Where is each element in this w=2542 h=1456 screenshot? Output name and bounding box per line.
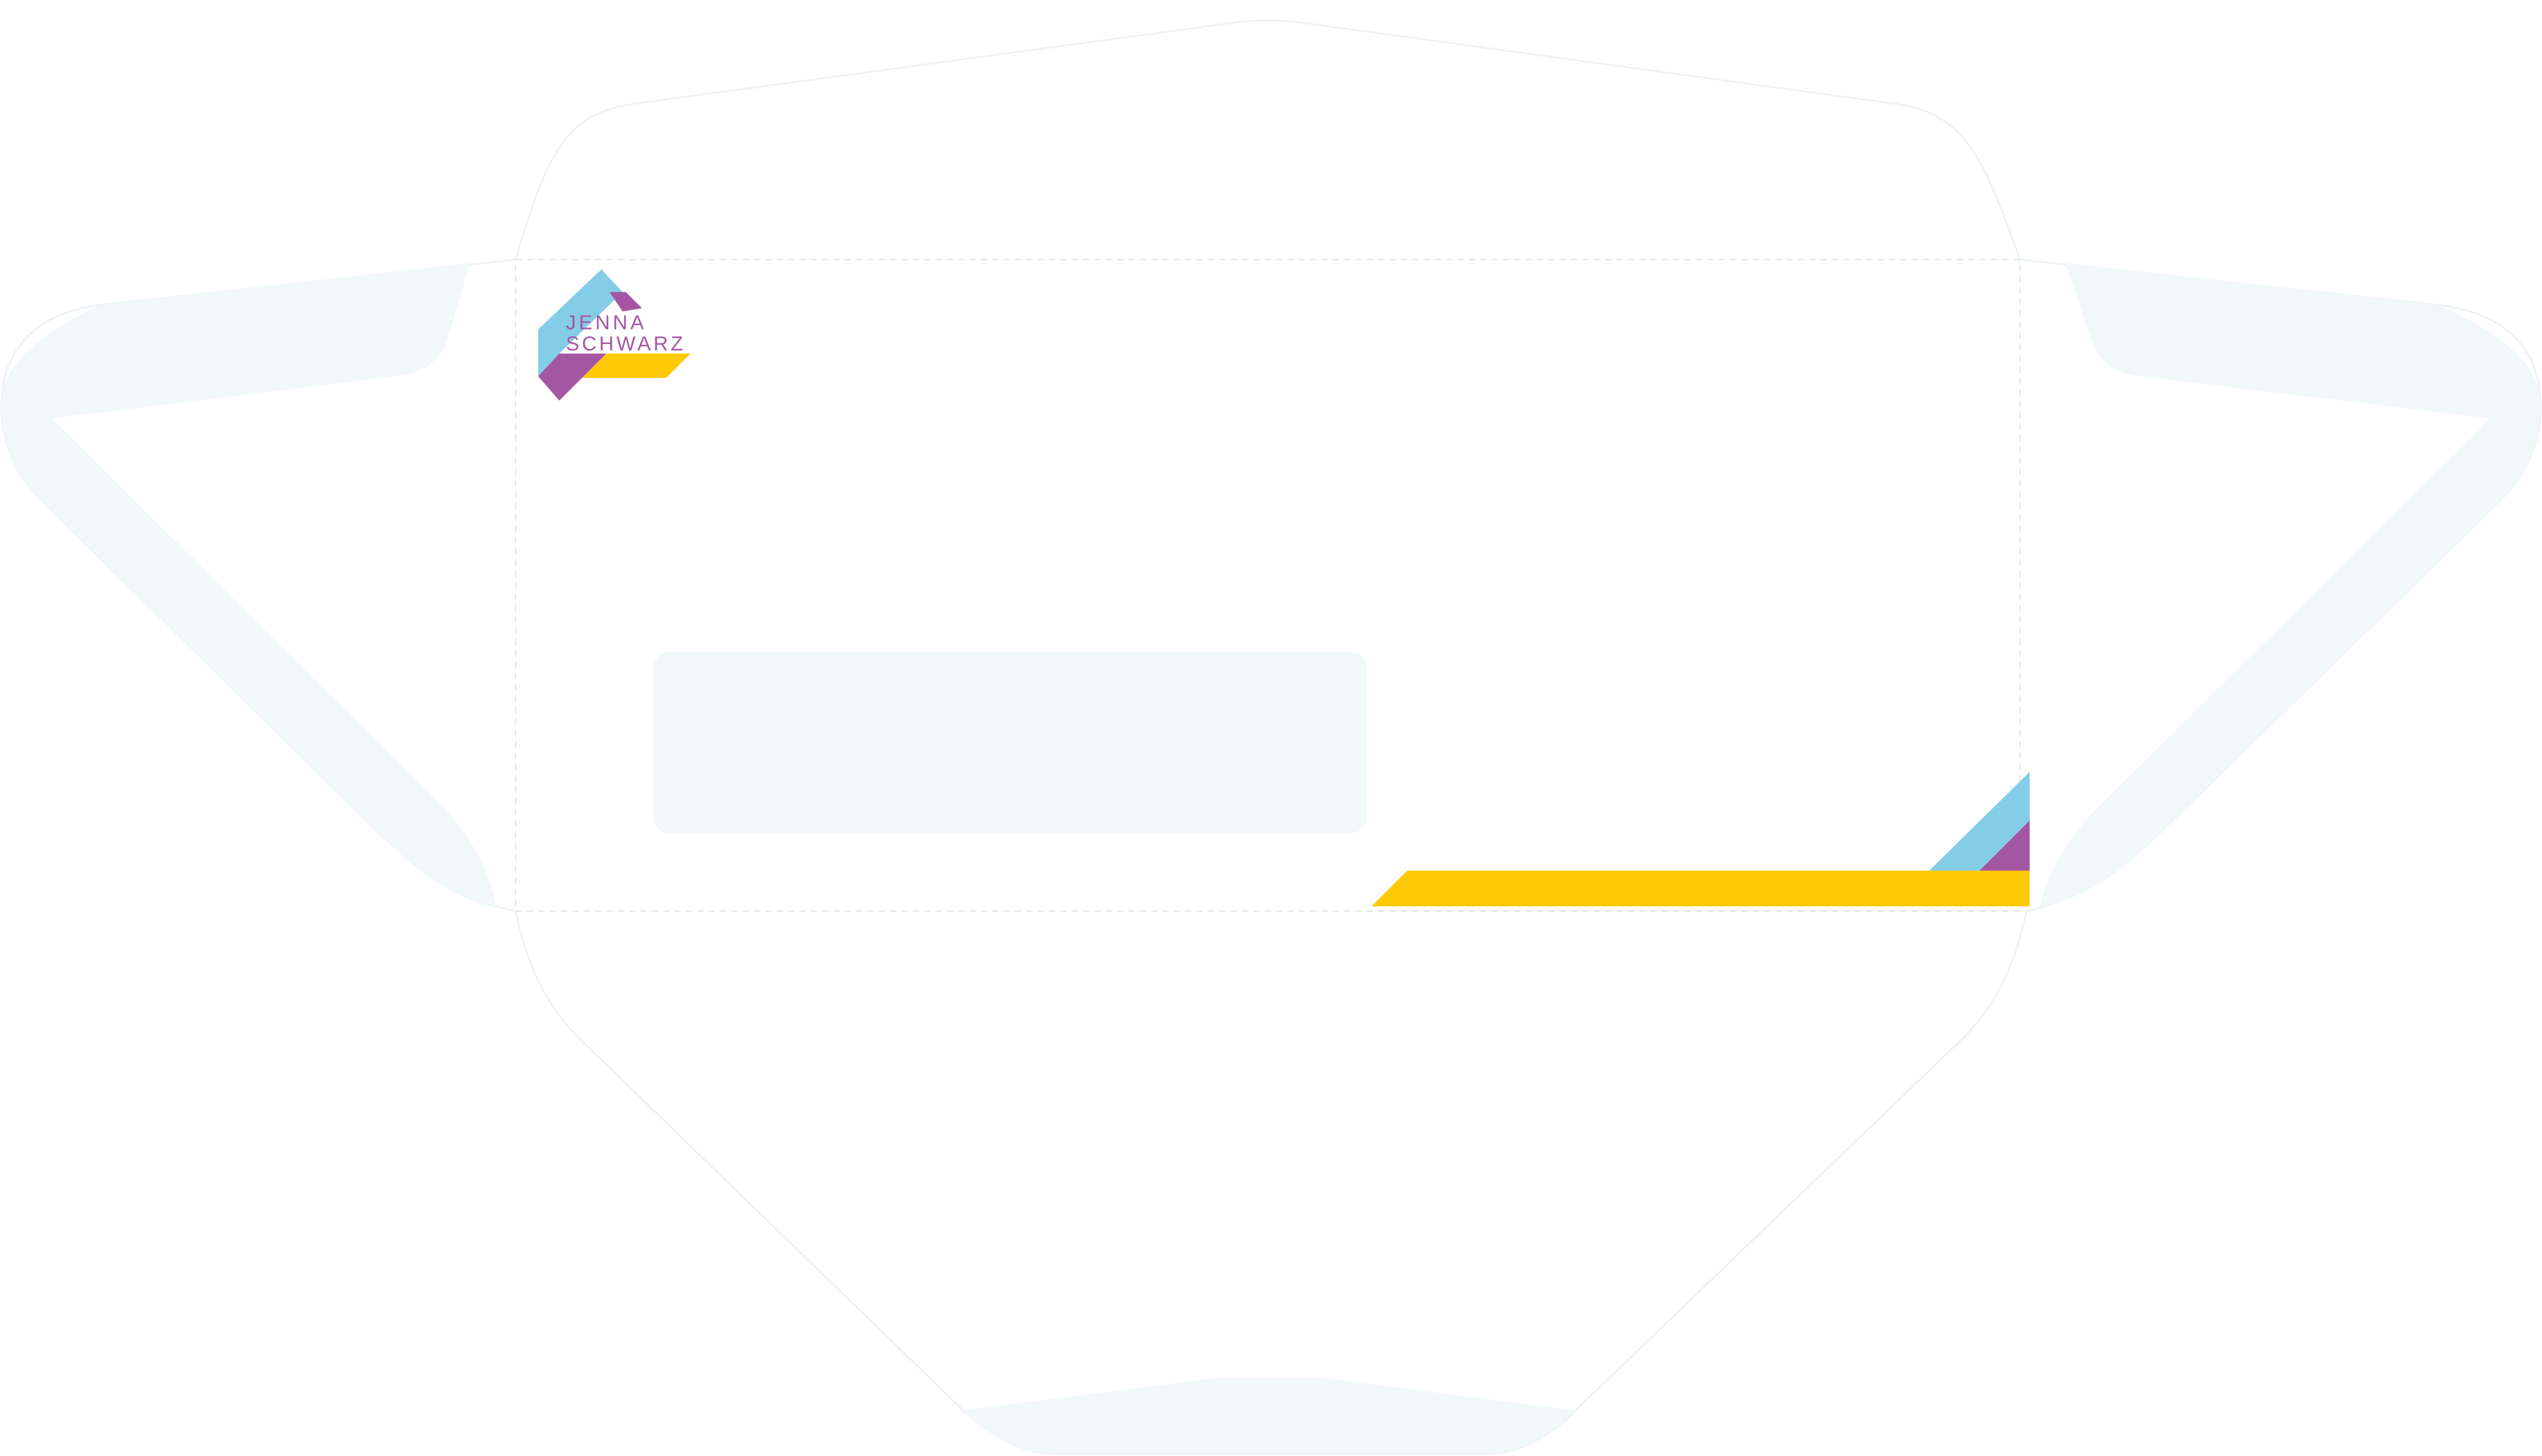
logo-yellow-shape — [582, 353, 691, 379]
logo-blue-shape — [538, 269, 623, 377]
logo-purple-top-shape — [609, 292, 642, 312]
right-flap-glue-strip — [2039, 263, 2541, 908]
logo-text-line1: JENNA — [566, 312, 647, 334]
bottom-flap-outline — [514, 911, 2028, 1455]
accent-purple-triangle — [1979, 820, 2030, 871]
logo-purple-bottom-shape — [538, 353, 606, 401]
bottom-flap-glue-strip — [963, 1378, 1576, 1455]
logo-text-line2: SCHWARZ — [566, 332, 686, 355]
top-flap-outline — [514, 19, 2021, 260]
address-window — [653, 651, 1367, 834]
front-panel-fold-lines — [514, 259, 2021, 912]
brand-logo: JENNA SCHWARZ — [538, 269, 691, 401]
accent-yellow-bar — [1371, 870, 2030, 907]
left-flap-glue-strip — [1, 263, 496, 908]
accent-blue-triangle — [1929, 772, 2030, 871]
